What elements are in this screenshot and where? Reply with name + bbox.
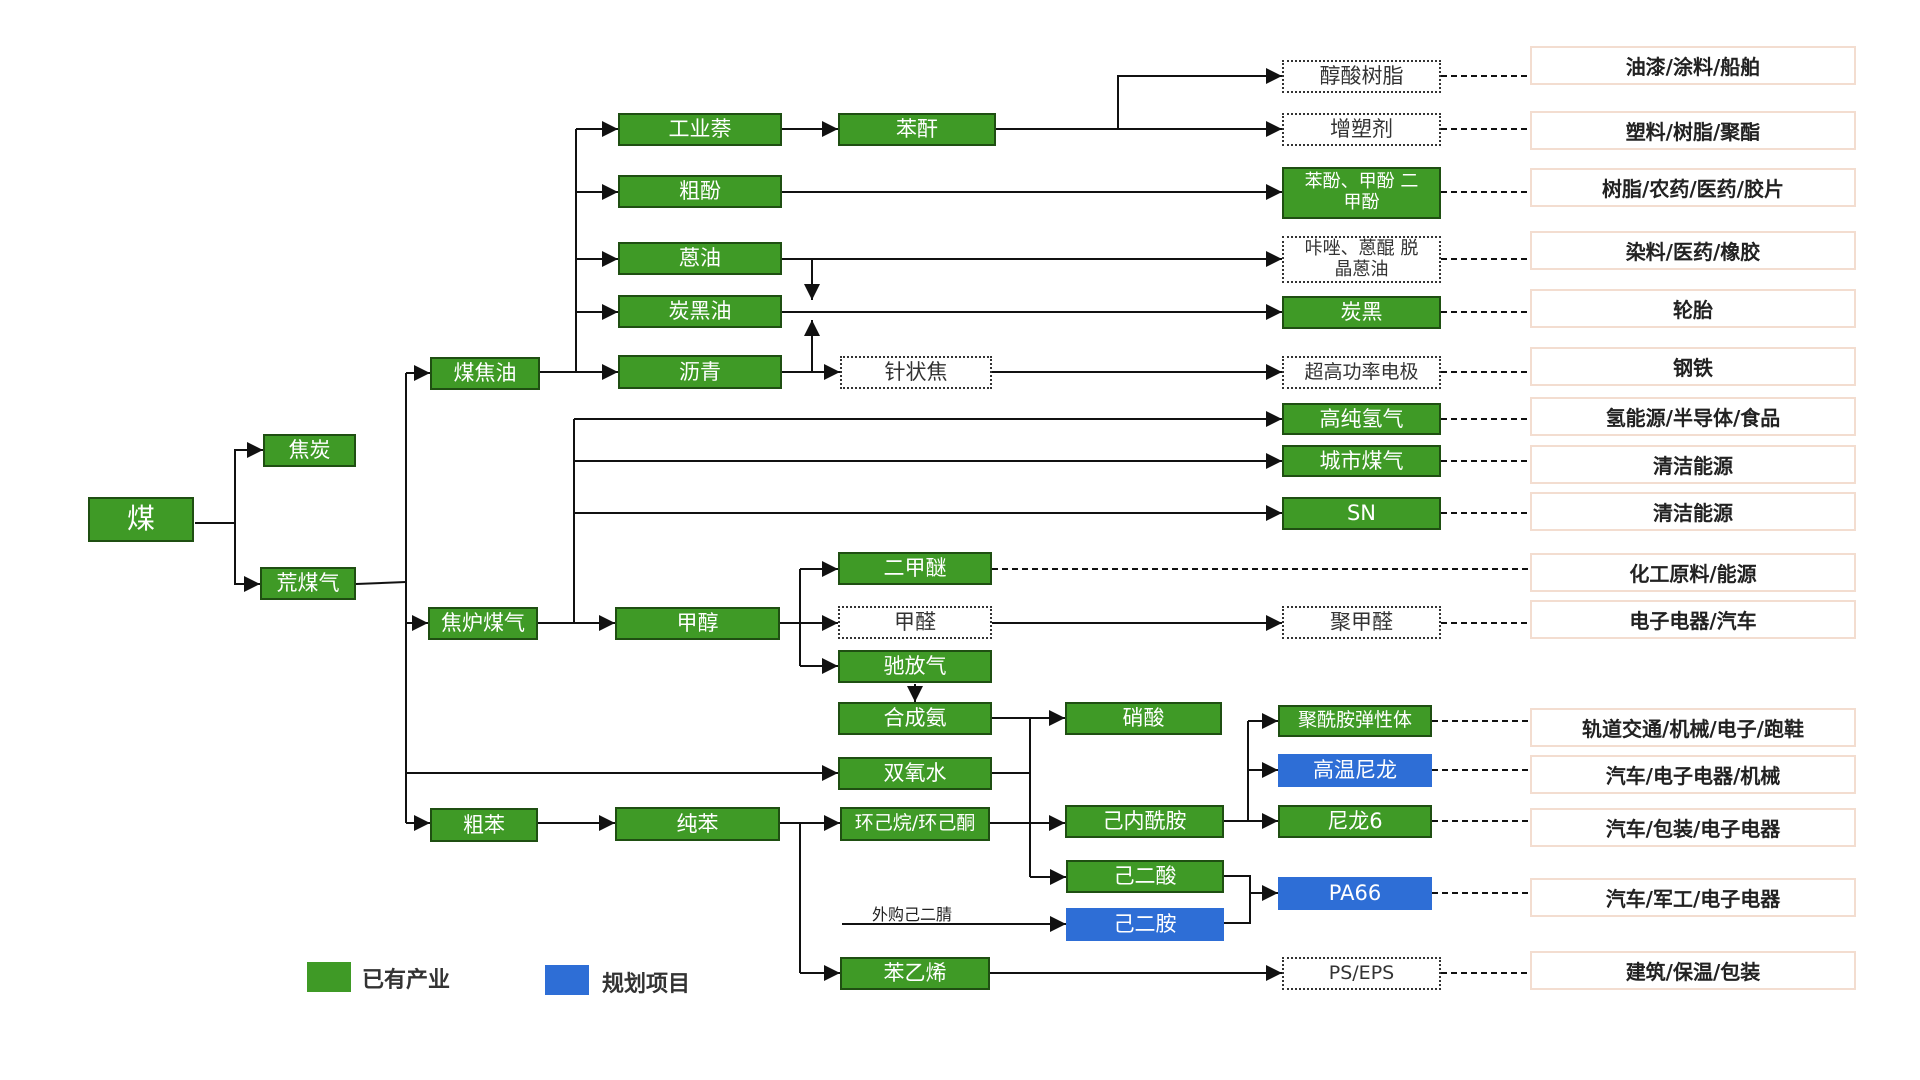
node-pa66: PA66 bbox=[1278, 877, 1432, 910]
app-5: 钢铁 bbox=[1530, 347, 1856, 386]
app-9: 化工原料/能源 bbox=[1530, 553, 1856, 592]
node-hexanediamine: 己二胺 bbox=[1066, 908, 1224, 941]
node-caprolactam: 己内酰胺 bbox=[1065, 805, 1224, 838]
legend-existing-swatch bbox=[307, 962, 351, 992]
node-industrial-naphthalene: 工业萘 bbox=[618, 113, 782, 146]
app-6: 氢能源/半导体/食品 bbox=[1530, 397, 1856, 436]
legend-planned-swatch bbox=[545, 965, 589, 995]
node-polyoxymethylene: 聚甲醛 bbox=[1282, 606, 1441, 639]
node-phthalic-anhydride: 苯酐 bbox=[838, 113, 996, 146]
node-methanol: 甲醇 bbox=[615, 607, 780, 640]
node-coke-oven-gas: 焦炉煤气 bbox=[428, 607, 538, 640]
node-synthetic-ammonia: 合成氨 bbox=[838, 702, 992, 735]
node-cyclohexane: 环己烷/环己酮 bbox=[840, 807, 990, 841]
node-purge-gas: 驰放气 bbox=[838, 650, 992, 683]
app-7: 清洁能源 bbox=[1530, 445, 1856, 484]
app-3: 染料/医药/橡胶 bbox=[1530, 231, 1856, 270]
node-coal-tar: 煤焦油 bbox=[430, 357, 540, 390]
app-1: 塑料/树脂/聚酯 bbox=[1530, 111, 1856, 150]
node-dme: 二甲醚 bbox=[838, 552, 992, 585]
node-adipic-acid: 己二酸 bbox=[1066, 860, 1224, 893]
node-uhp-electrode: 超高功率电极 bbox=[1282, 356, 1441, 389]
node-nitric-acid: 硝酸 bbox=[1065, 702, 1222, 735]
node-pa-elastomer: 聚酰胺弹性体 bbox=[1278, 705, 1432, 737]
node-carbazole: 咔唑、蒽醌 脱晶蒽油 bbox=[1282, 236, 1441, 283]
node-pure-benzene: 纯苯 bbox=[615, 807, 780, 841]
node-anthracene-oil: 蒽油 bbox=[618, 242, 782, 275]
node-coal: 煤 bbox=[88, 497, 194, 542]
app-12: 汽车/电子电器/机械 bbox=[1530, 755, 1856, 794]
node-high-purity-hydrogen: 高纯氢气 bbox=[1282, 403, 1441, 435]
app-4: 轮胎 bbox=[1530, 289, 1856, 328]
annotation-purchased-adn: 外购己二腈 bbox=[872, 905, 953, 924]
app-2: 树脂/农药/医药/胶片 bbox=[1530, 168, 1856, 207]
app-0: 油漆/涂料/船舶 bbox=[1530, 46, 1856, 85]
node-phenol-cresol: 苯酚、甲酚 二甲酚 bbox=[1282, 167, 1441, 219]
node-crude-benzene: 粗苯 bbox=[430, 808, 538, 842]
node-carbon-black-oil: 炭黑油 bbox=[618, 295, 782, 328]
node-hydrogen-peroxide: 双氧水 bbox=[838, 757, 992, 790]
node-crude-phenol: 粗酚 bbox=[618, 175, 782, 208]
node-needle-coke: 针状焦 bbox=[840, 356, 992, 389]
node-formaldehyde: 甲醛 bbox=[838, 606, 992, 639]
node-coke: 焦炭 bbox=[263, 434, 356, 467]
legend-planned-label: 规划项目 bbox=[602, 972, 691, 997]
node-city-gas: 城市煤气 bbox=[1282, 445, 1441, 477]
app-14: 汽车/军工/电子电器 bbox=[1530, 878, 1856, 917]
app-15: 建筑/保温/包装 bbox=[1530, 951, 1856, 990]
app-13: 汽车/包装/电子电器 bbox=[1530, 808, 1856, 847]
app-10: 电子电器/汽车 bbox=[1530, 600, 1856, 639]
node-styrene: 苯乙烯 bbox=[840, 957, 990, 990]
app-8: 清洁能源 bbox=[1530, 492, 1856, 531]
legend-existing-label: 已有产业 bbox=[362, 968, 451, 993]
node-raw-gas: 荒煤气 bbox=[260, 567, 356, 600]
node-carbon-black: 炭黑 bbox=[1282, 296, 1441, 329]
node-nylon6: 尼龙6 bbox=[1278, 805, 1432, 838]
node-alkyd-resin: 醇酸树脂 bbox=[1282, 60, 1441, 93]
node-pitch: 沥青 bbox=[618, 355, 782, 389]
node-plasticizer: 增塑剂 bbox=[1282, 113, 1441, 146]
node-ps-eps: PS/EPS bbox=[1282, 957, 1441, 990]
node-sn: SN bbox=[1282, 497, 1441, 530]
node-high-temp-nylon: 高温尼龙 bbox=[1278, 754, 1432, 787]
app-11: 轨道交通/机械/电子/跑鞋 bbox=[1530, 708, 1856, 747]
